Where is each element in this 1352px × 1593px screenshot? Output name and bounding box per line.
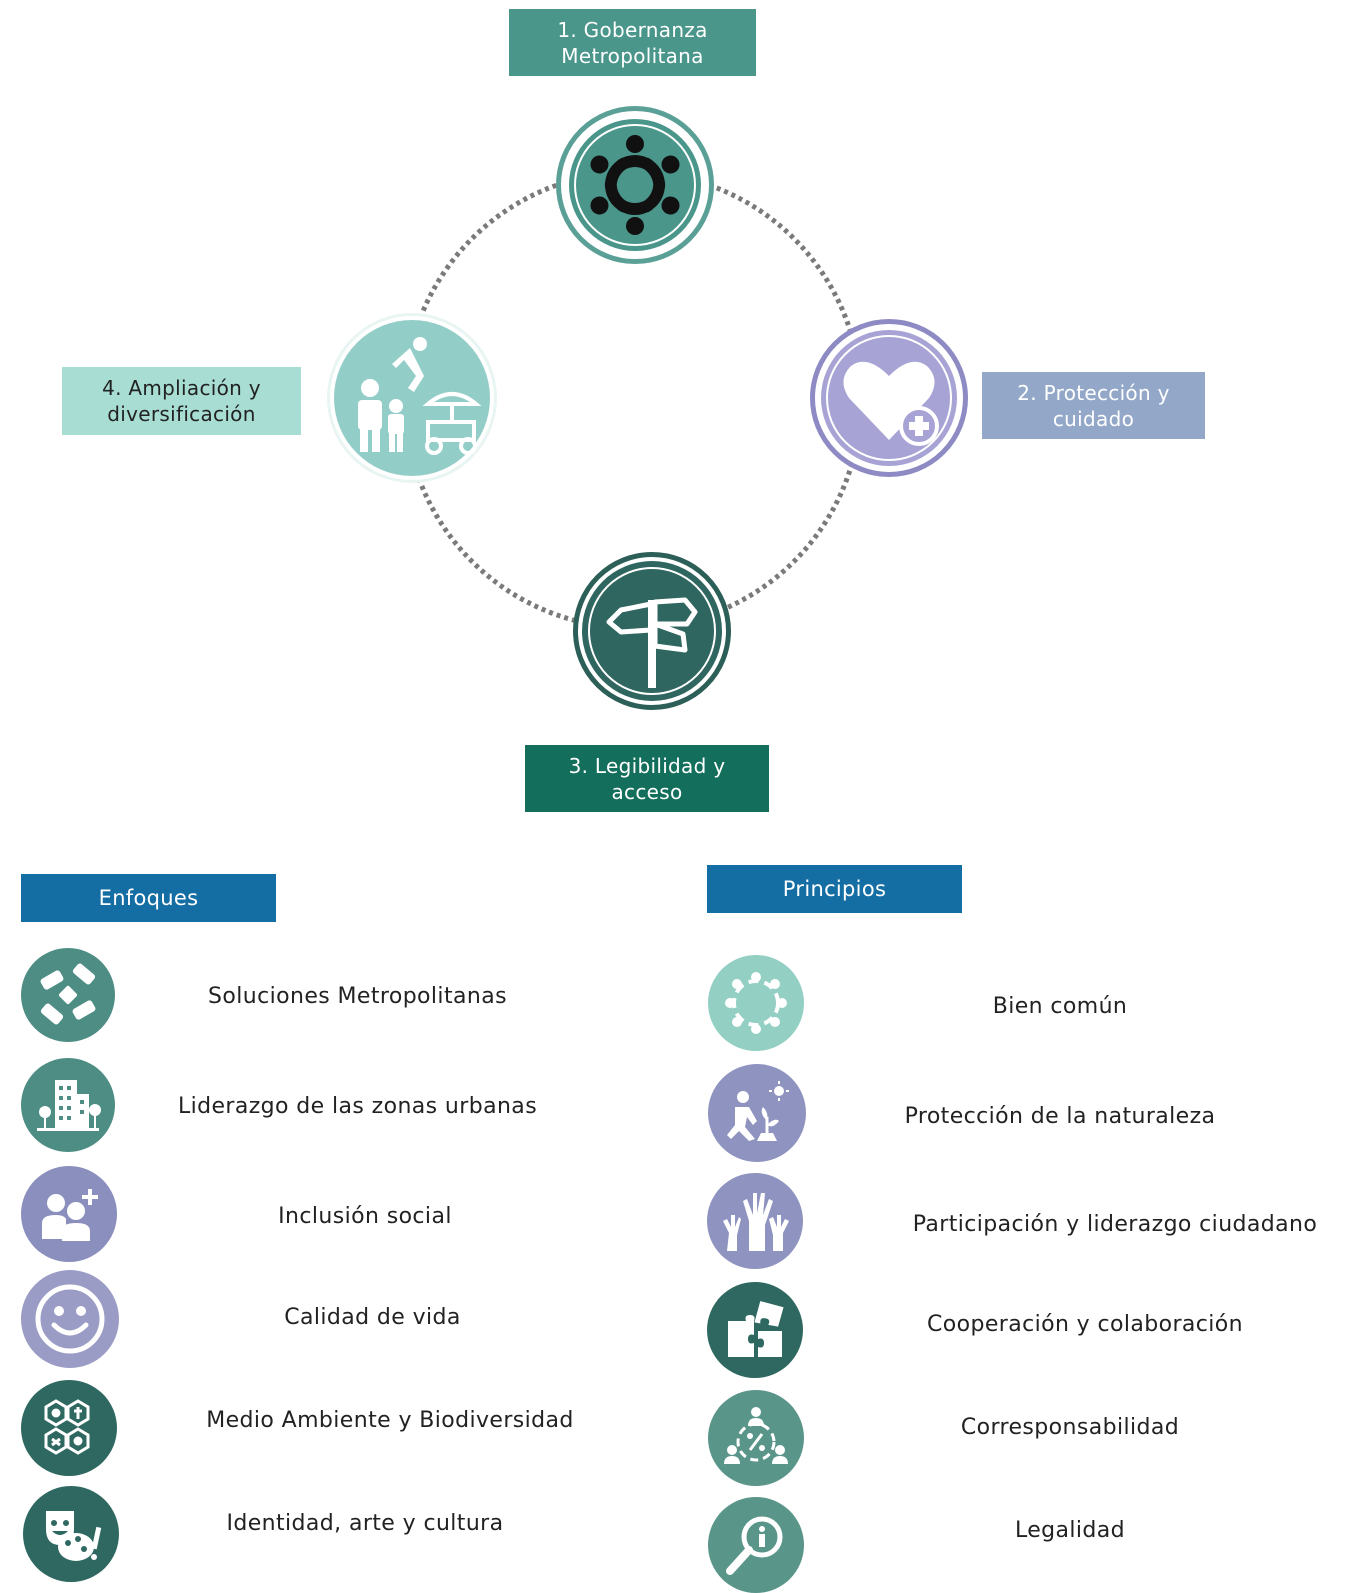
city-buildings-icon bbox=[21, 1058, 115, 1152]
axis-label-gobernanza: 1. Gobernanza Metropolitana bbox=[509, 9, 756, 76]
enfoque-label: Identidad, arte y cultura bbox=[226, 1511, 504, 1536]
hands-puzzle-icon bbox=[21, 948, 115, 1042]
principios-header: Principios bbox=[707, 865, 962, 913]
enfoque-label: Inclusión social bbox=[278, 1204, 452, 1229]
enfoques-header: Enfoques bbox=[21, 874, 276, 922]
circle-people-icon bbox=[708, 955, 804, 1051]
smiley-icon bbox=[21, 1270, 119, 1368]
enfoque-label: Soluciones Metropolitanas bbox=[208, 984, 507, 1009]
principio-label: Protección de la naturaleza bbox=[904, 1104, 1216, 1129]
principio-label: Cooperación y colaboración bbox=[926, 1312, 1244, 1337]
enfoque-label: Calidad de vida bbox=[284, 1305, 461, 1330]
family-leisure-icon bbox=[327, 313, 497, 483]
people-plus-icon bbox=[21, 1166, 117, 1262]
enfoque-label: Liderazgo de las zonas urbanas bbox=[177, 1094, 538, 1119]
principio-label: Participación y liderazgo ciudadano bbox=[912, 1212, 1318, 1237]
puzzle-icon bbox=[707, 1282, 803, 1378]
nature-hexagons-icon bbox=[21, 1380, 117, 1476]
axis-label-legibilidad: 3. Legibilidad y acceso bbox=[525, 745, 769, 812]
principio-label: Legalidad bbox=[1014, 1518, 1126, 1543]
enfoque-label: Medio Ambiente y Biodiversidad bbox=[206, 1408, 574, 1433]
person-planting-icon bbox=[708, 1064, 806, 1162]
principio-label: Bien común bbox=[992, 994, 1128, 1019]
axis-label-ampliacion: 4. Ampliación y diversificación bbox=[62, 367, 301, 435]
raised-hands-icon bbox=[707, 1173, 803, 1269]
signpost-icon bbox=[573, 552, 731, 710]
shared-responsibility-icon bbox=[708, 1390, 804, 1486]
magnifier-info-icon bbox=[708, 1497, 804, 1593]
principio-label: Corresponsabilidad bbox=[960, 1415, 1180, 1440]
axis-label-proteccion: 2. Protección y cuidado bbox=[982, 372, 1205, 439]
theater-palette-icon bbox=[23, 1486, 119, 1582]
people-circle-icon bbox=[556, 106, 714, 264]
heart-plus-icon bbox=[810, 319, 968, 477]
